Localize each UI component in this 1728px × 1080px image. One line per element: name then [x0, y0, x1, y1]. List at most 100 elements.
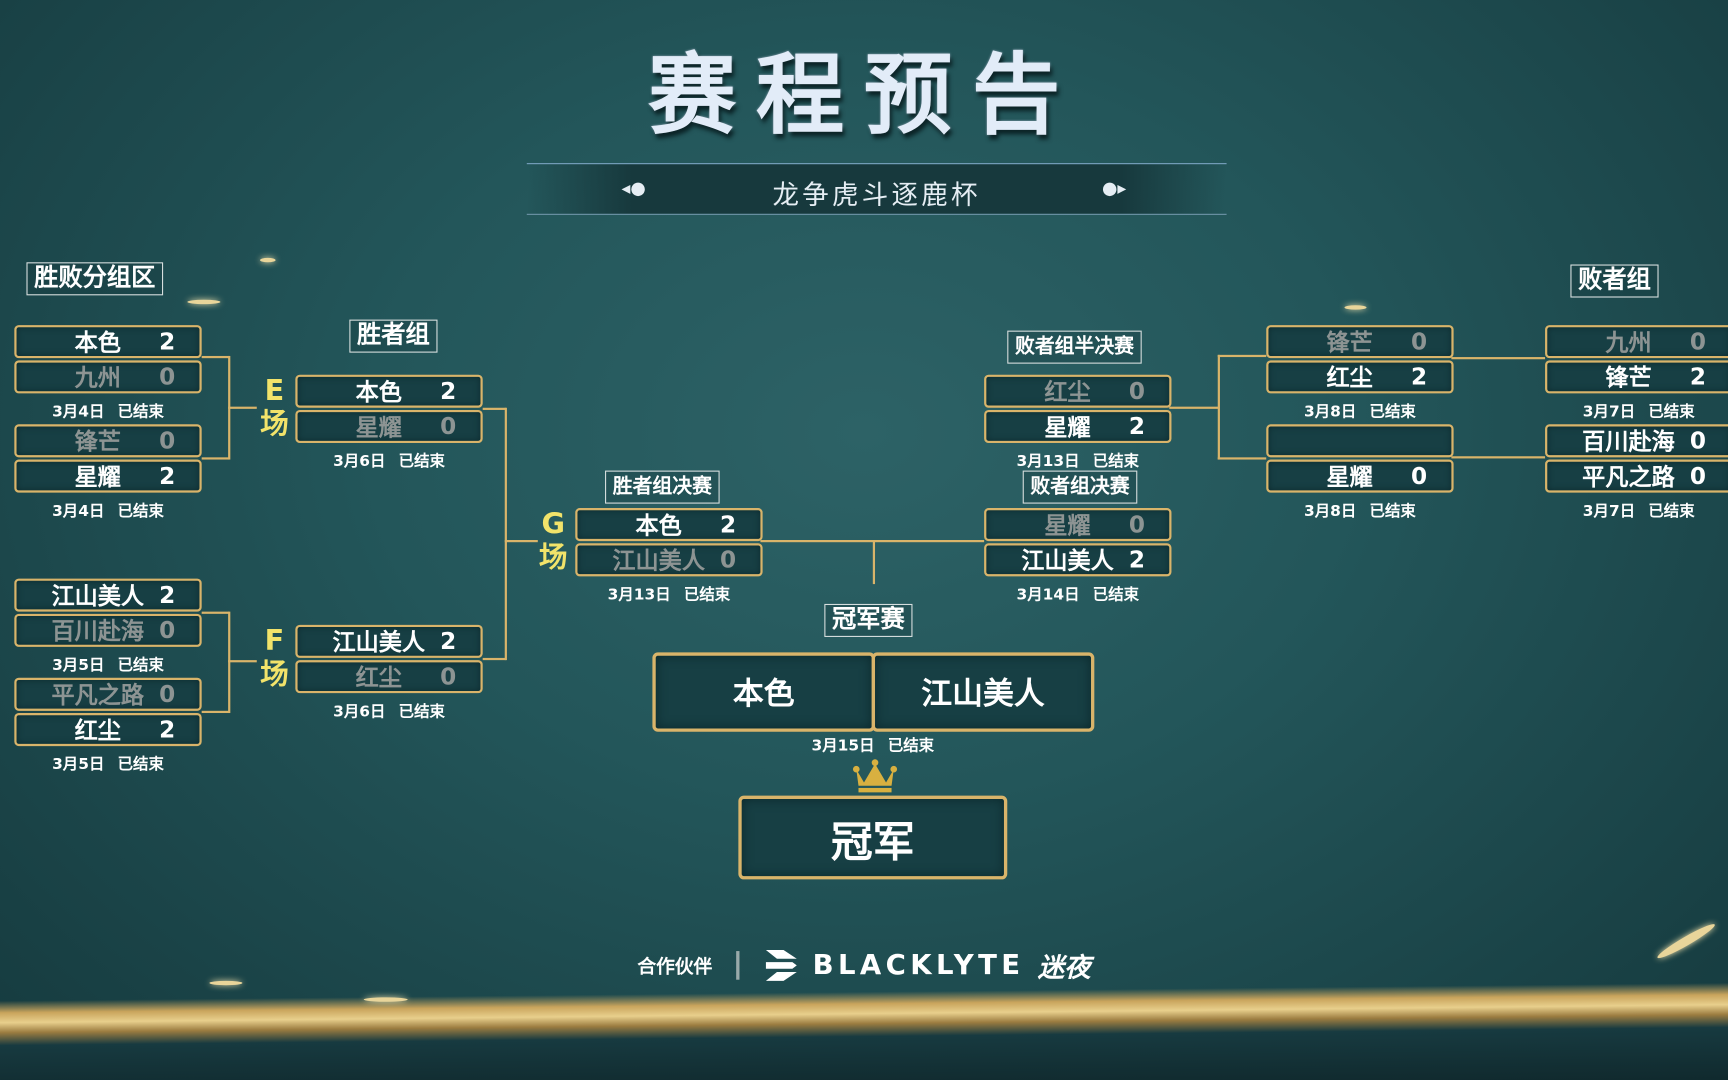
team-name: 江山美人 — [1021, 547, 1114, 575]
stage-suffix: 场 — [260, 657, 289, 691]
match-status: 已结束 — [1092, 452, 1140, 471]
match-info: 3月6日已结束 — [295, 450, 482, 472]
team-score: 2 — [159, 581, 176, 609]
team-score: 0 — [159, 617, 176, 644]
team-row: 本色 2 — [295, 374, 483, 408]
team-name: 星耀 — [74, 463, 121, 491]
team-score: 0 — [1689, 462, 1706, 490]
match-status: 已结束 — [1092, 586, 1140, 604]
team-score: 2 — [1411, 363, 1428, 391]
team-score: 0 — [440, 413, 457, 440]
match-status: 已结束 — [1648, 502, 1695, 521]
team-name: 本色 — [74, 329, 121, 356]
match-info: 3月8日已结束 — [1266, 400, 1453, 422]
team-score: 0 — [1411, 328, 1428, 355]
match-losers-r2-b: 星耀 0 3月8日已结束 — [1266, 424, 1454, 521]
team-name: 锋芒 — [1326, 329, 1373, 356]
team-name: 百川赴海 — [1582, 428, 1675, 456]
team-score: 2 — [720, 511, 737, 538]
label-losers-final: 败者组决赛 — [1022, 470, 1138, 504]
label-losers-semi: 败者组半决赛 — [1007, 330, 1142, 364]
champion-box: 冠军 — [738, 795, 1008, 880]
match-info: 3月6日已结束 — [295, 700, 482, 722]
stage-letter: F — [264, 624, 285, 658]
match-date: 3月6日 — [333, 452, 386, 471]
team-row: 九州 0 — [14, 360, 202, 394]
team-score: 0 — [159, 363, 176, 391]
brand-name: BLACKLYTE — [812, 948, 1025, 981]
team-name: 锋芒 — [1605, 364, 1652, 392]
team-name: 红尘 — [1326, 364, 1373, 392]
match-info: 3月5日已结束 — [14, 654, 201, 676]
team-name: 锋芒 — [74, 428, 121, 456]
team-row: 平凡之路 0 — [1545, 459, 1728, 493]
label-grand-final: 冠军赛 — [824, 603, 913, 637]
subtitle-banner: ◂● 龙争虎斗逐鹿杯 ●▸ — [526, 163, 1227, 215]
match-status: 已结束 — [1648, 403, 1695, 421]
match-date: 3月6日 — [333, 703, 386, 721]
team-row: 本色 2 — [575, 508, 763, 542]
match-losers-r2-a: 锋芒 0 红尘 2 3月8日已结束 — [1266, 325, 1454, 422]
match-status: 已结束 — [398, 703, 445, 721]
match-status: 已结束 — [1369, 502, 1416, 521]
team-name: 本色 — [635, 512, 682, 539]
team-name: 江山美人 — [332, 629, 426, 656]
match-date: 3月8日 — [1303, 403, 1357, 421]
match-date: 3月4日 — [52, 502, 105, 521]
ornament-left-icon: ◂● — [621, 177, 646, 199]
team-name: 平凡之路 — [1582, 463, 1675, 491]
partner-label: 合作伙伴 — [637, 956, 713, 979]
label-winners: 胜者组 — [349, 319, 438, 353]
team-score: 2 — [1689, 363, 1706, 391]
team-row: 百川赴海 0 — [14, 613, 202, 647]
ornament-right-icon: ●▸ — [1102, 177, 1127, 199]
match-info: 3月14日已结束 — [984, 583, 1171, 605]
team-row: 锋芒 0 — [1266, 325, 1454, 359]
match-info: 3月4日已结束 — [14, 400, 201, 422]
match-date: 3月13日 — [1016, 452, 1080, 471]
label-losers: 败者组 — [1570, 264, 1659, 298]
team-name: 九州 — [1605, 329, 1652, 356]
team-row: 红尘 2 — [1266, 360, 1454, 394]
brand-name-cn: 迷夜 — [1037, 952, 1091, 984]
match-status: 已结束 — [1369, 403, 1416, 421]
match-status: 已结束 — [887, 737, 935, 755]
match-status: 已结束 — [398, 452, 445, 471]
team-row — [1266, 424, 1454, 458]
team-name: 红尘 — [1044, 379, 1091, 406]
team-name: 星耀 — [1326, 463, 1373, 491]
stage-suffix: 场 — [538, 541, 568, 575]
stage-letter: G — [541, 508, 565, 542]
team-name: 本色 — [355, 379, 402, 406]
match-date: 3月8日 — [1303, 502, 1357, 521]
team-name: 百川赴海 — [51, 618, 145, 645]
team-name: 星耀 — [1044, 512, 1091, 539]
team-score: 2 — [1128, 546, 1146, 574]
match-date: 3月14日 — [1016, 586, 1080, 604]
team-name: 平凡之路 — [51, 682, 145, 709]
team-score: 0 — [1411, 462, 1428, 490]
divider — [736, 950, 740, 980]
team-score: 0 — [159, 427, 176, 455]
team-score: 2 — [440, 377, 457, 405]
match-date: 3月15日 — [811, 737, 875, 755]
match-info: 3月5日已结束 — [14, 753, 201, 775]
team-name: 九州 — [74, 364, 121, 392]
blacklyte-logo-icon — [766, 949, 798, 981]
match-info: 3月7日已结束 — [1545, 499, 1728, 521]
